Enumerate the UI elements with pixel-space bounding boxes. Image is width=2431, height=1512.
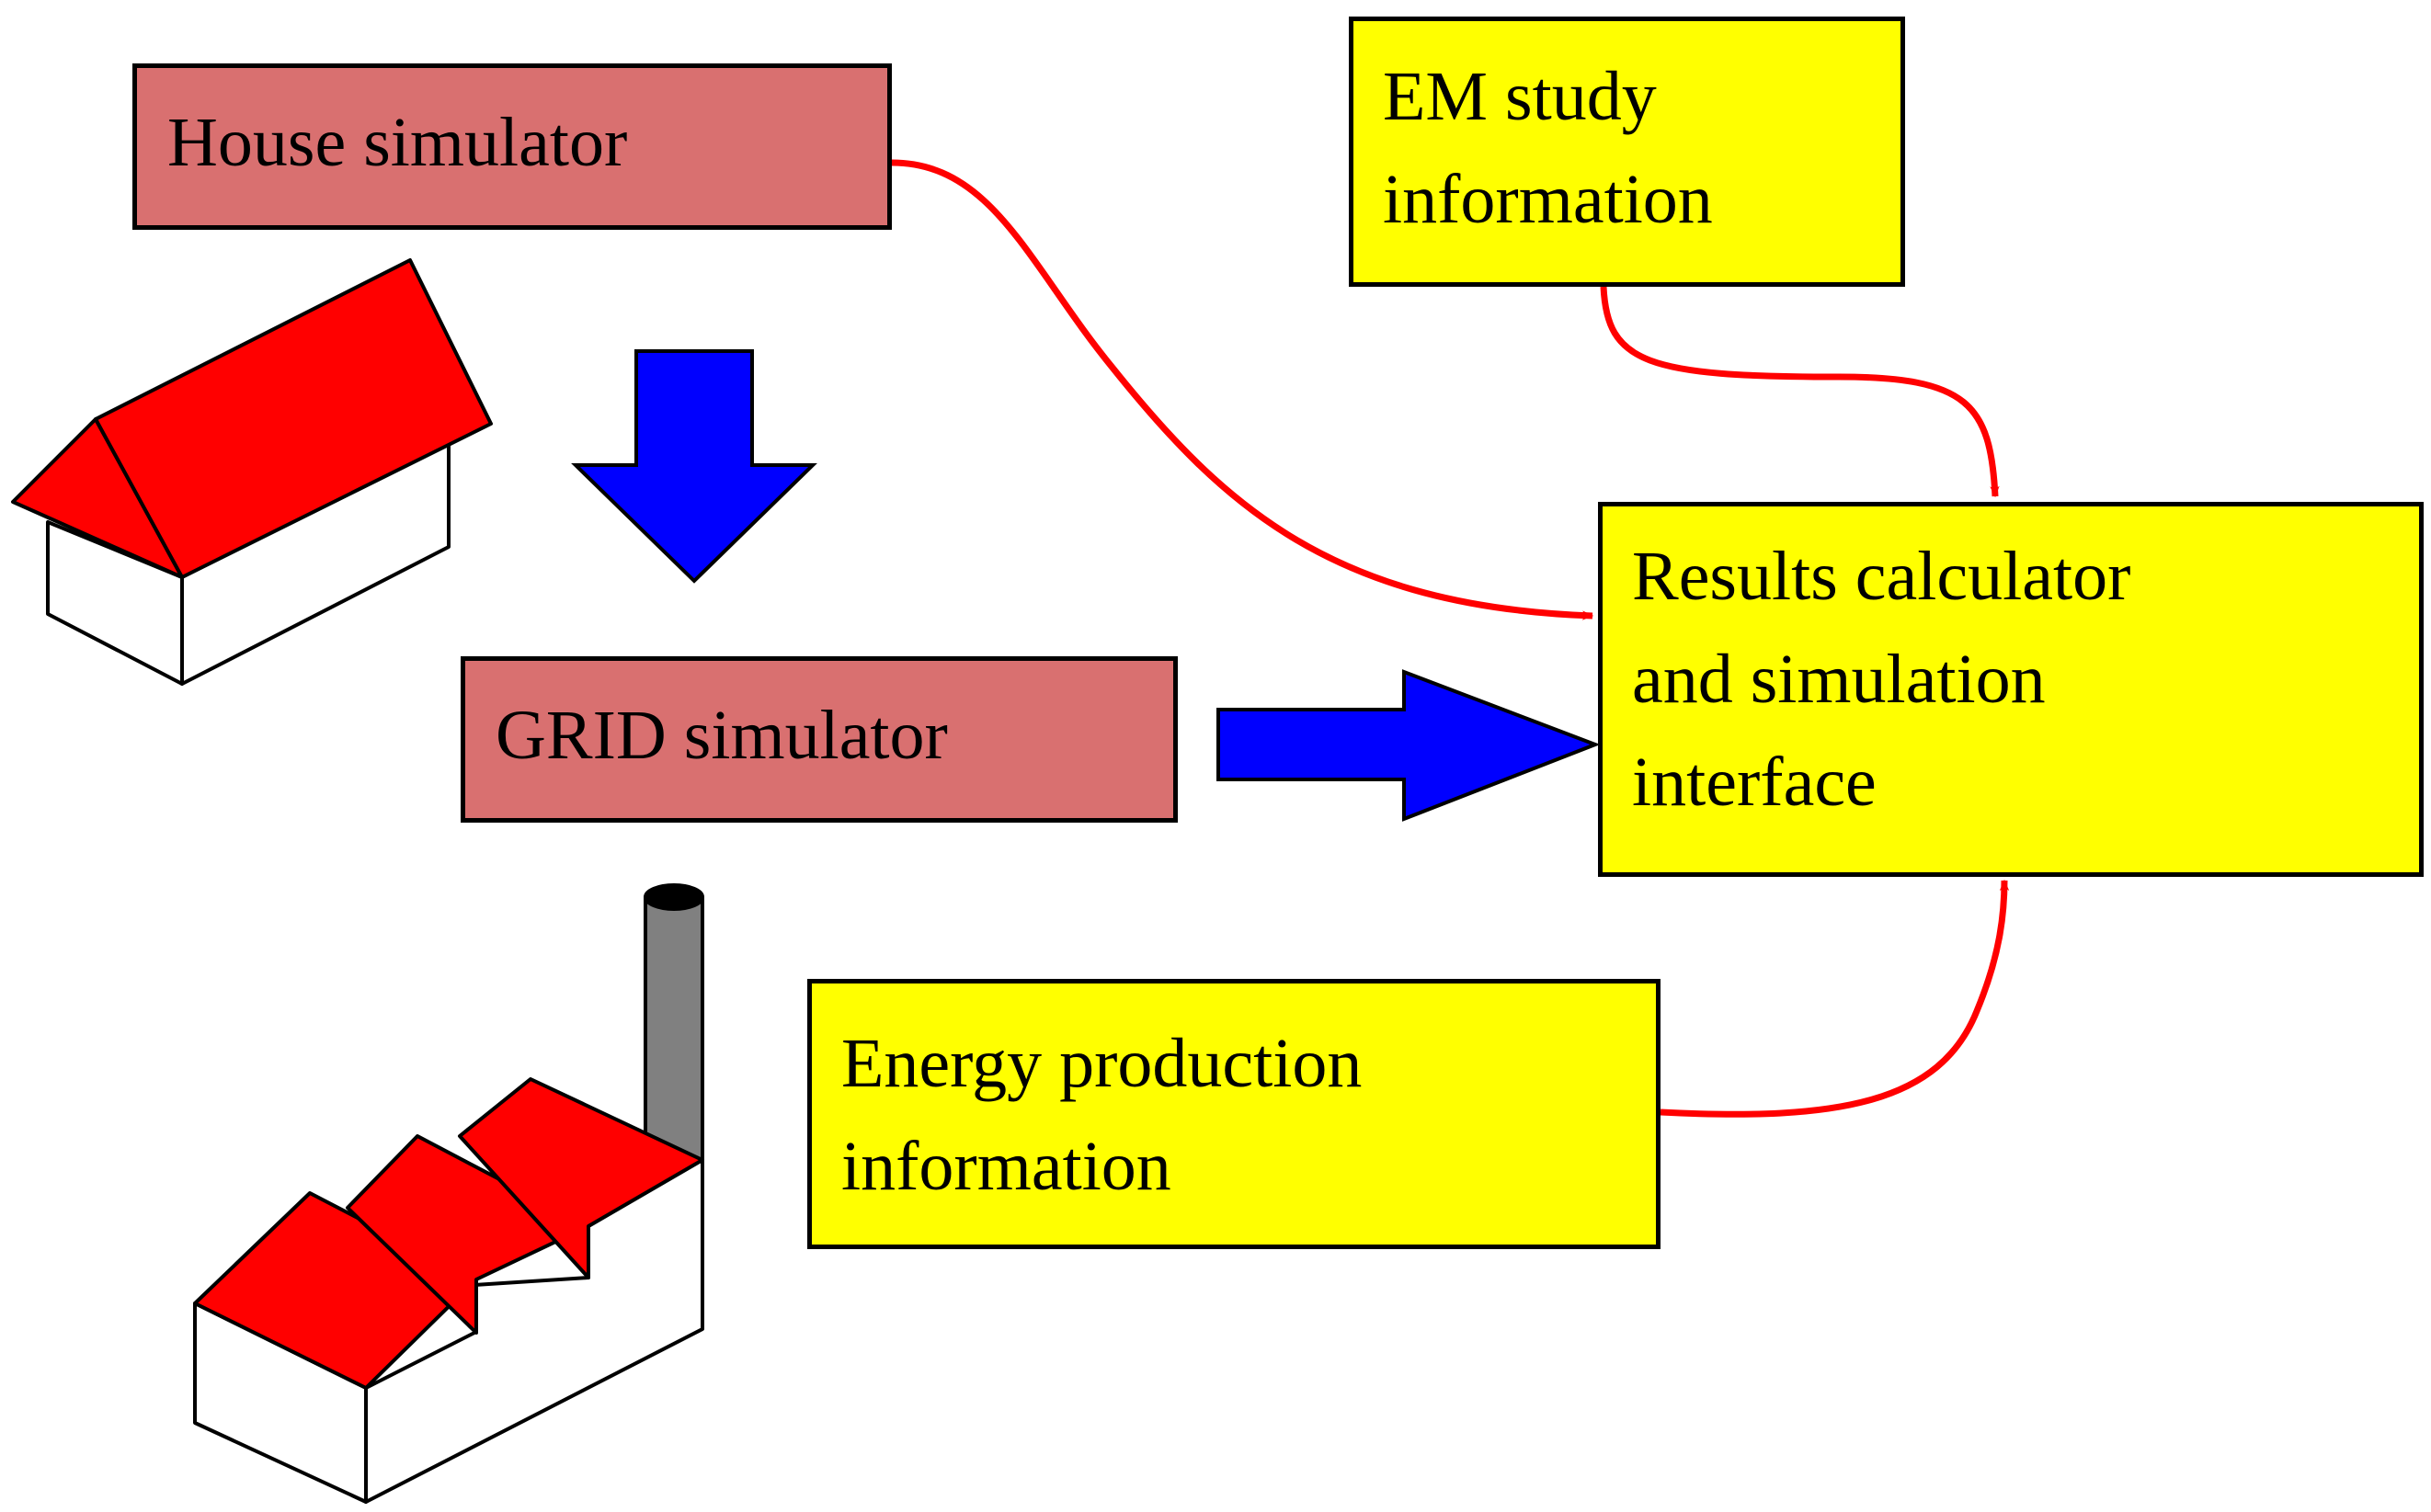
grid-simulator-box: GRID simulator xyxy=(461,656,1178,823)
results-calculator-box: Results calculator and simulation interf… xyxy=(1598,502,2424,877)
energy-production-information-box: Energy production information xyxy=(807,979,1661,1249)
results-calculator-label-line-2: and simulation xyxy=(1632,641,2046,718)
factory-chimney-top xyxy=(644,883,704,911)
factory-roof-3 xyxy=(458,1077,704,1279)
em-study-information-box: EM study information xyxy=(1349,17,1905,287)
energy-production-label-line-1: Energy production xyxy=(841,1025,1363,1102)
factory-icon xyxy=(193,883,704,1504)
house-simulator-box: House simulator xyxy=(132,63,892,230)
connector-house-to-results xyxy=(891,159,1594,620)
em-study-label-line-1: EM study xyxy=(1383,58,1657,135)
results-calculator-label-line-3: interface xyxy=(1632,744,1877,821)
grid-simulator-label: GRID simulator xyxy=(496,697,948,774)
connector-energy-to-results xyxy=(1660,879,2010,1118)
factory-roof-2 xyxy=(346,1134,590,1335)
blue-arrow-down xyxy=(571,349,817,584)
connector-em-to-results xyxy=(1600,286,2000,498)
house-simulator-label: House simulator xyxy=(167,104,628,181)
em-study-label-line-2: information xyxy=(1383,161,1713,238)
results-calculator-label-line-1: Results calculator xyxy=(1632,538,2131,615)
house-main-roof xyxy=(94,258,493,579)
blue-arrow-right xyxy=(1216,669,1601,822)
house-icon xyxy=(11,258,493,686)
factory-chimney xyxy=(644,895,704,1165)
energy-production-label-line-2: information xyxy=(841,1128,1171,1205)
